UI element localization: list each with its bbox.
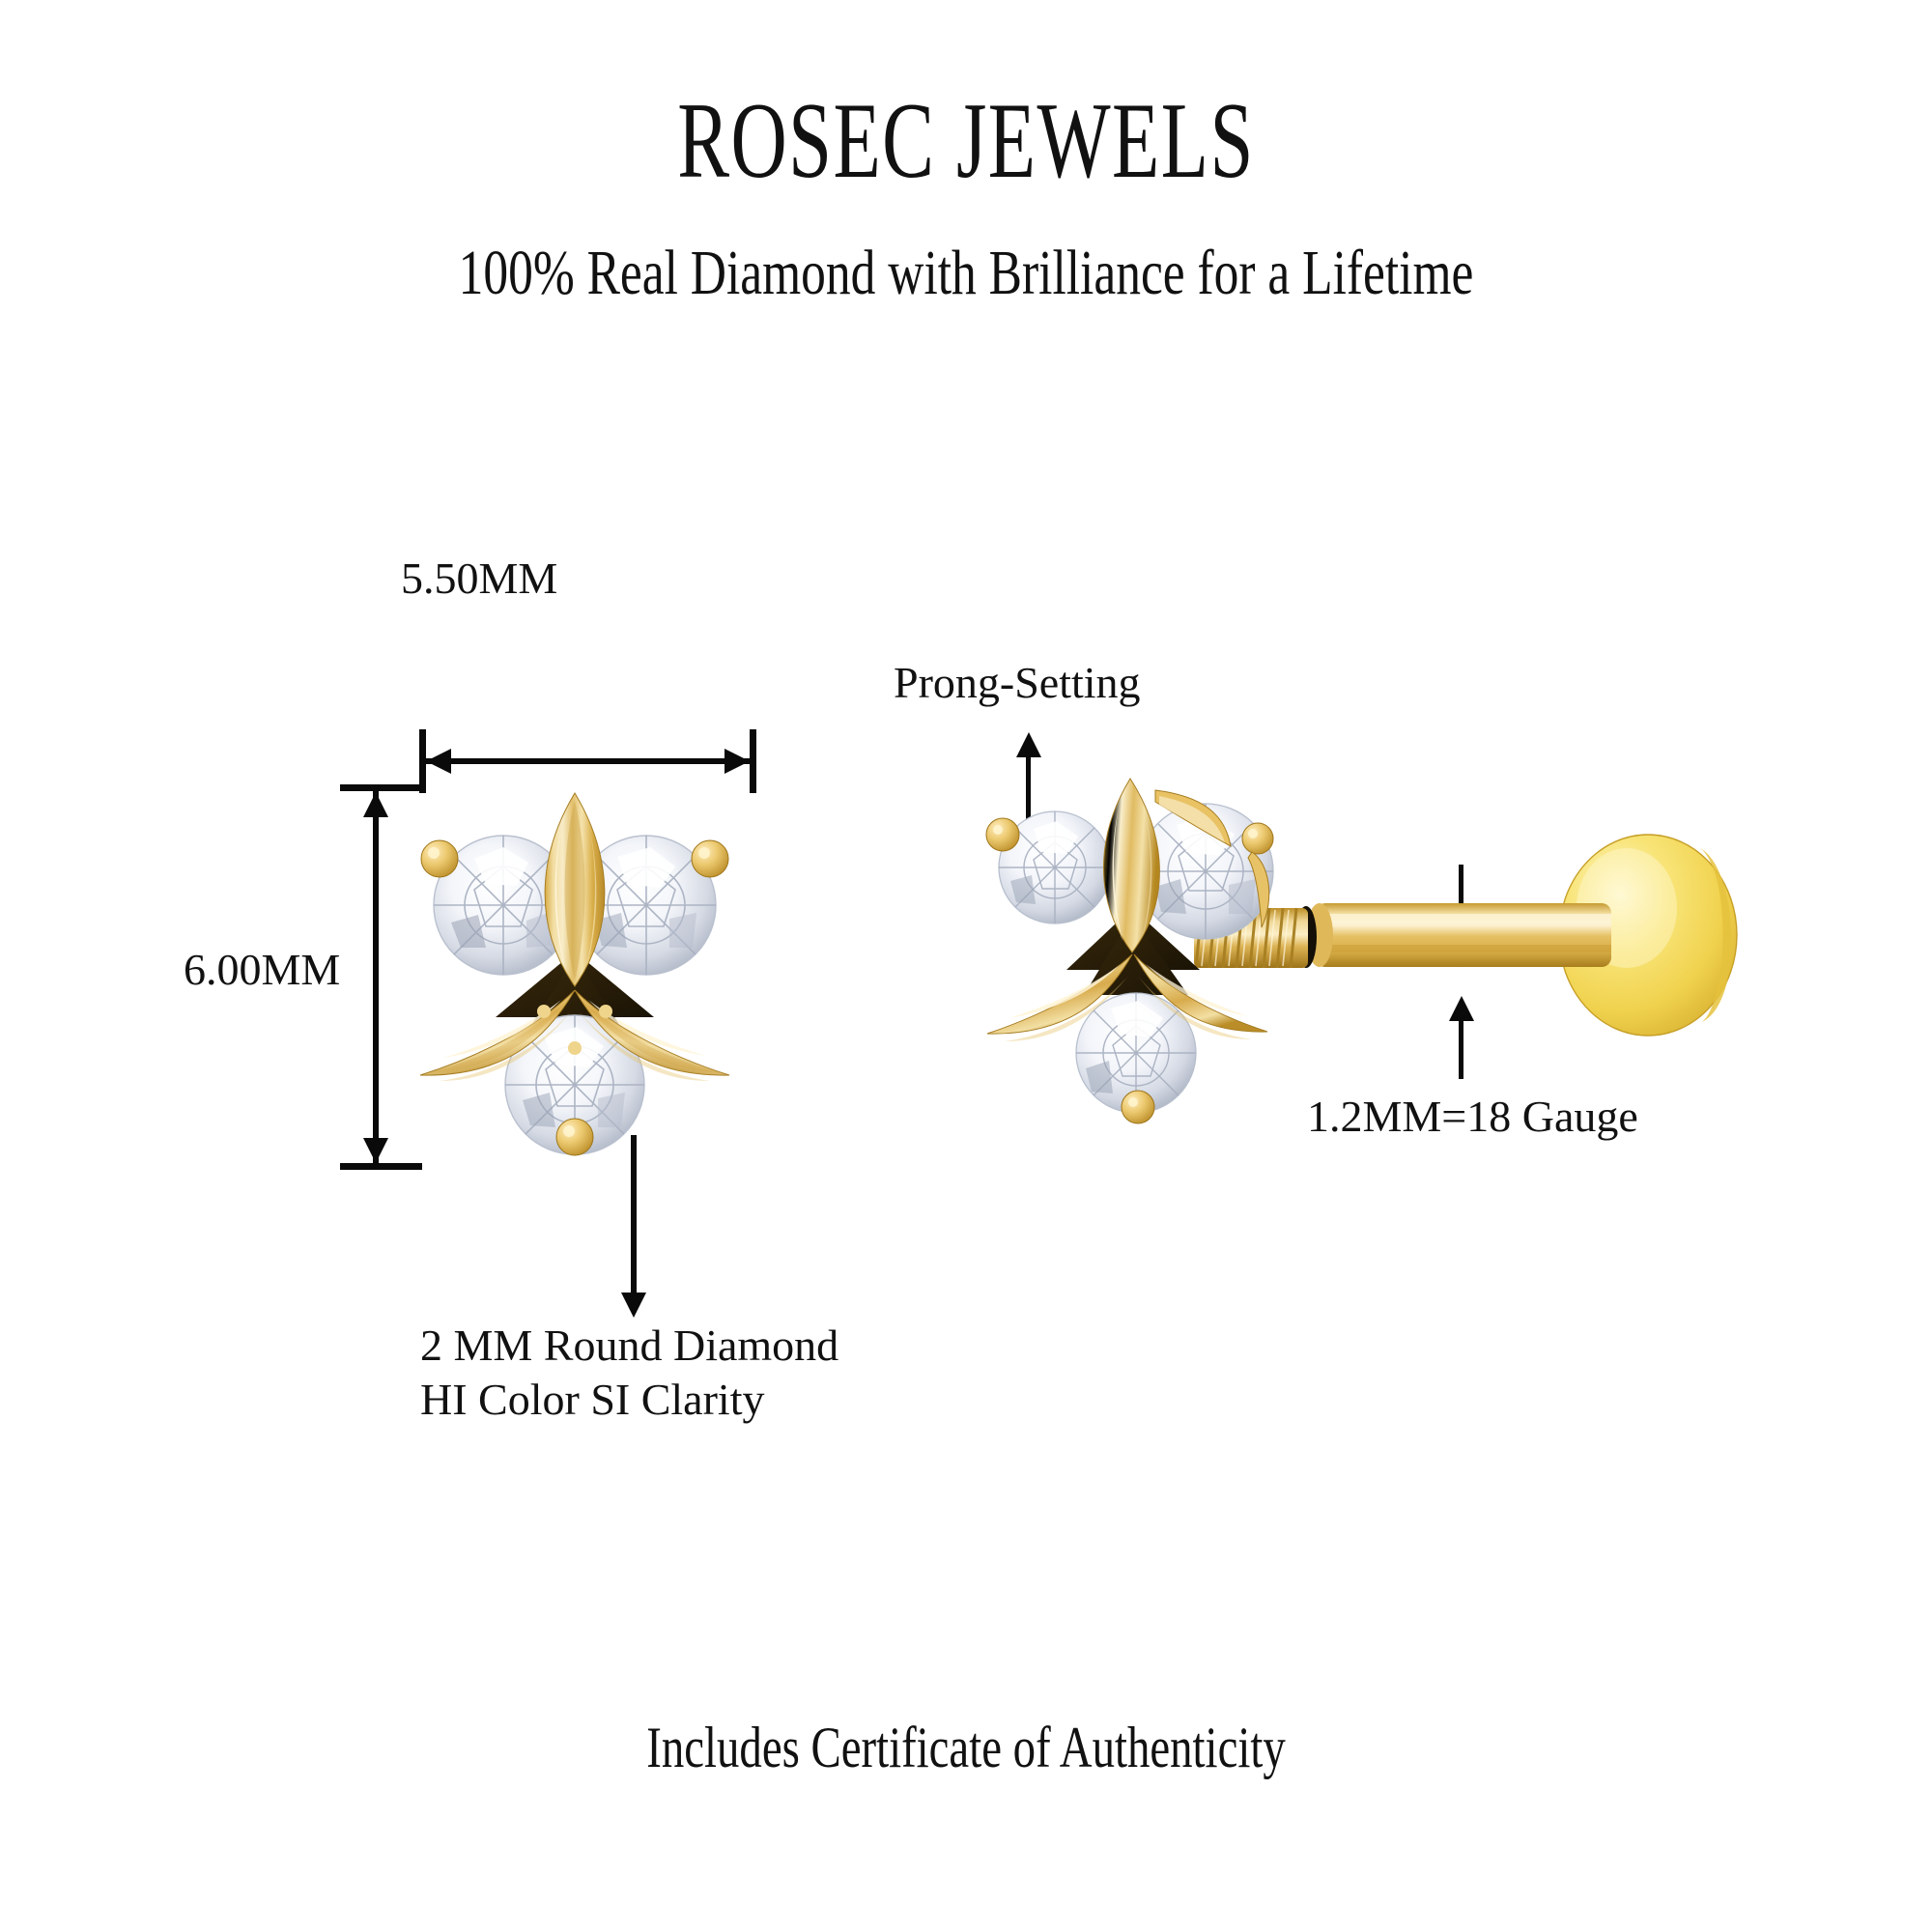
gauge-line-upper xyxy=(1459,865,1463,924)
prong-bead-side-left xyxy=(985,817,1020,852)
diamond-upper-left xyxy=(433,835,574,976)
height-arrow-down-icon xyxy=(363,1138,388,1163)
petal-side-lower-left xyxy=(986,953,1133,1041)
petal-side-lower-right xyxy=(1133,953,1268,1039)
prong-inner-bottom xyxy=(568,1041,582,1055)
prong-bead-side-bottom xyxy=(1121,1090,1155,1124)
prong-inner-right xyxy=(599,1005,612,1018)
prong-bead-right xyxy=(691,839,729,878)
height-arrow-up-icon xyxy=(363,792,388,817)
height-tick-bottom xyxy=(340,1163,422,1170)
prong-bead-side-right xyxy=(1241,822,1274,855)
width-dimension-line xyxy=(426,758,750,764)
diamond-upper-right xyxy=(576,835,717,976)
diamond-callout-arrow-icon xyxy=(621,1293,646,1318)
diamond-spec-line-2: HI Color SI Clarity xyxy=(420,1375,765,1425)
gauge-label: 1.2MM=18 Gauge xyxy=(1307,1092,1638,1141)
height-dimension-label: 6.00MM xyxy=(184,945,341,994)
product-front-view xyxy=(419,792,730,1156)
height-dimension-line xyxy=(373,790,379,1165)
flower-head-side xyxy=(985,778,1274,1124)
labret-smooth-shaft xyxy=(1306,903,1611,967)
diamond-callout-line xyxy=(631,1135,637,1304)
width-tick-left xyxy=(419,729,426,793)
width-dimension-label: 5.50MM xyxy=(401,554,558,603)
petal-side-back xyxy=(1154,789,1232,847)
width-tick-right xyxy=(750,729,756,793)
height-tick-top xyxy=(340,784,422,791)
width-arrow-right-icon xyxy=(724,749,750,774)
prong-callout-line xyxy=(1026,755,1031,876)
certificate-note: Includes Certificate of Authenticity xyxy=(646,1716,1286,1779)
prong-bead-bottom xyxy=(555,1118,594,1156)
petal-side-top xyxy=(1103,778,1160,953)
prong-setting-label: Prong-Setting xyxy=(894,658,1141,707)
width-arrow-left-icon xyxy=(426,749,451,774)
page-title: ROSEC JEWELS xyxy=(677,81,1255,201)
petal-lower-right xyxy=(574,989,730,1081)
diamond-side-bottom xyxy=(1075,992,1197,1114)
gauge-arrow-up-icon xyxy=(1449,996,1474,1021)
product-side-view xyxy=(985,778,1738,1124)
prong-inner-left xyxy=(537,1005,551,1018)
diamond-spec-line-1: 2 MM Round Diamond xyxy=(420,1321,839,1370)
petal-top xyxy=(544,792,606,987)
page-subtitle: 100% Real Diamond with Brilliance for a … xyxy=(458,238,1474,308)
diamond-spec-label: 2 MM Round Diamond HI Color SI Clarity xyxy=(420,1319,838,1427)
gauge-line-lower xyxy=(1459,1019,1463,1079)
prong-claw-side-right xyxy=(1247,851,1270,928)
prong-bead-left xyxy=(420,839,459,878)
prong-callout-arrow-icon xyxy=(1016,732,1041,757)
diamond-bottom-center xyxy=(504,1014,645,1155)
diamond-side-left xyxy=(998,810,1112,924)
